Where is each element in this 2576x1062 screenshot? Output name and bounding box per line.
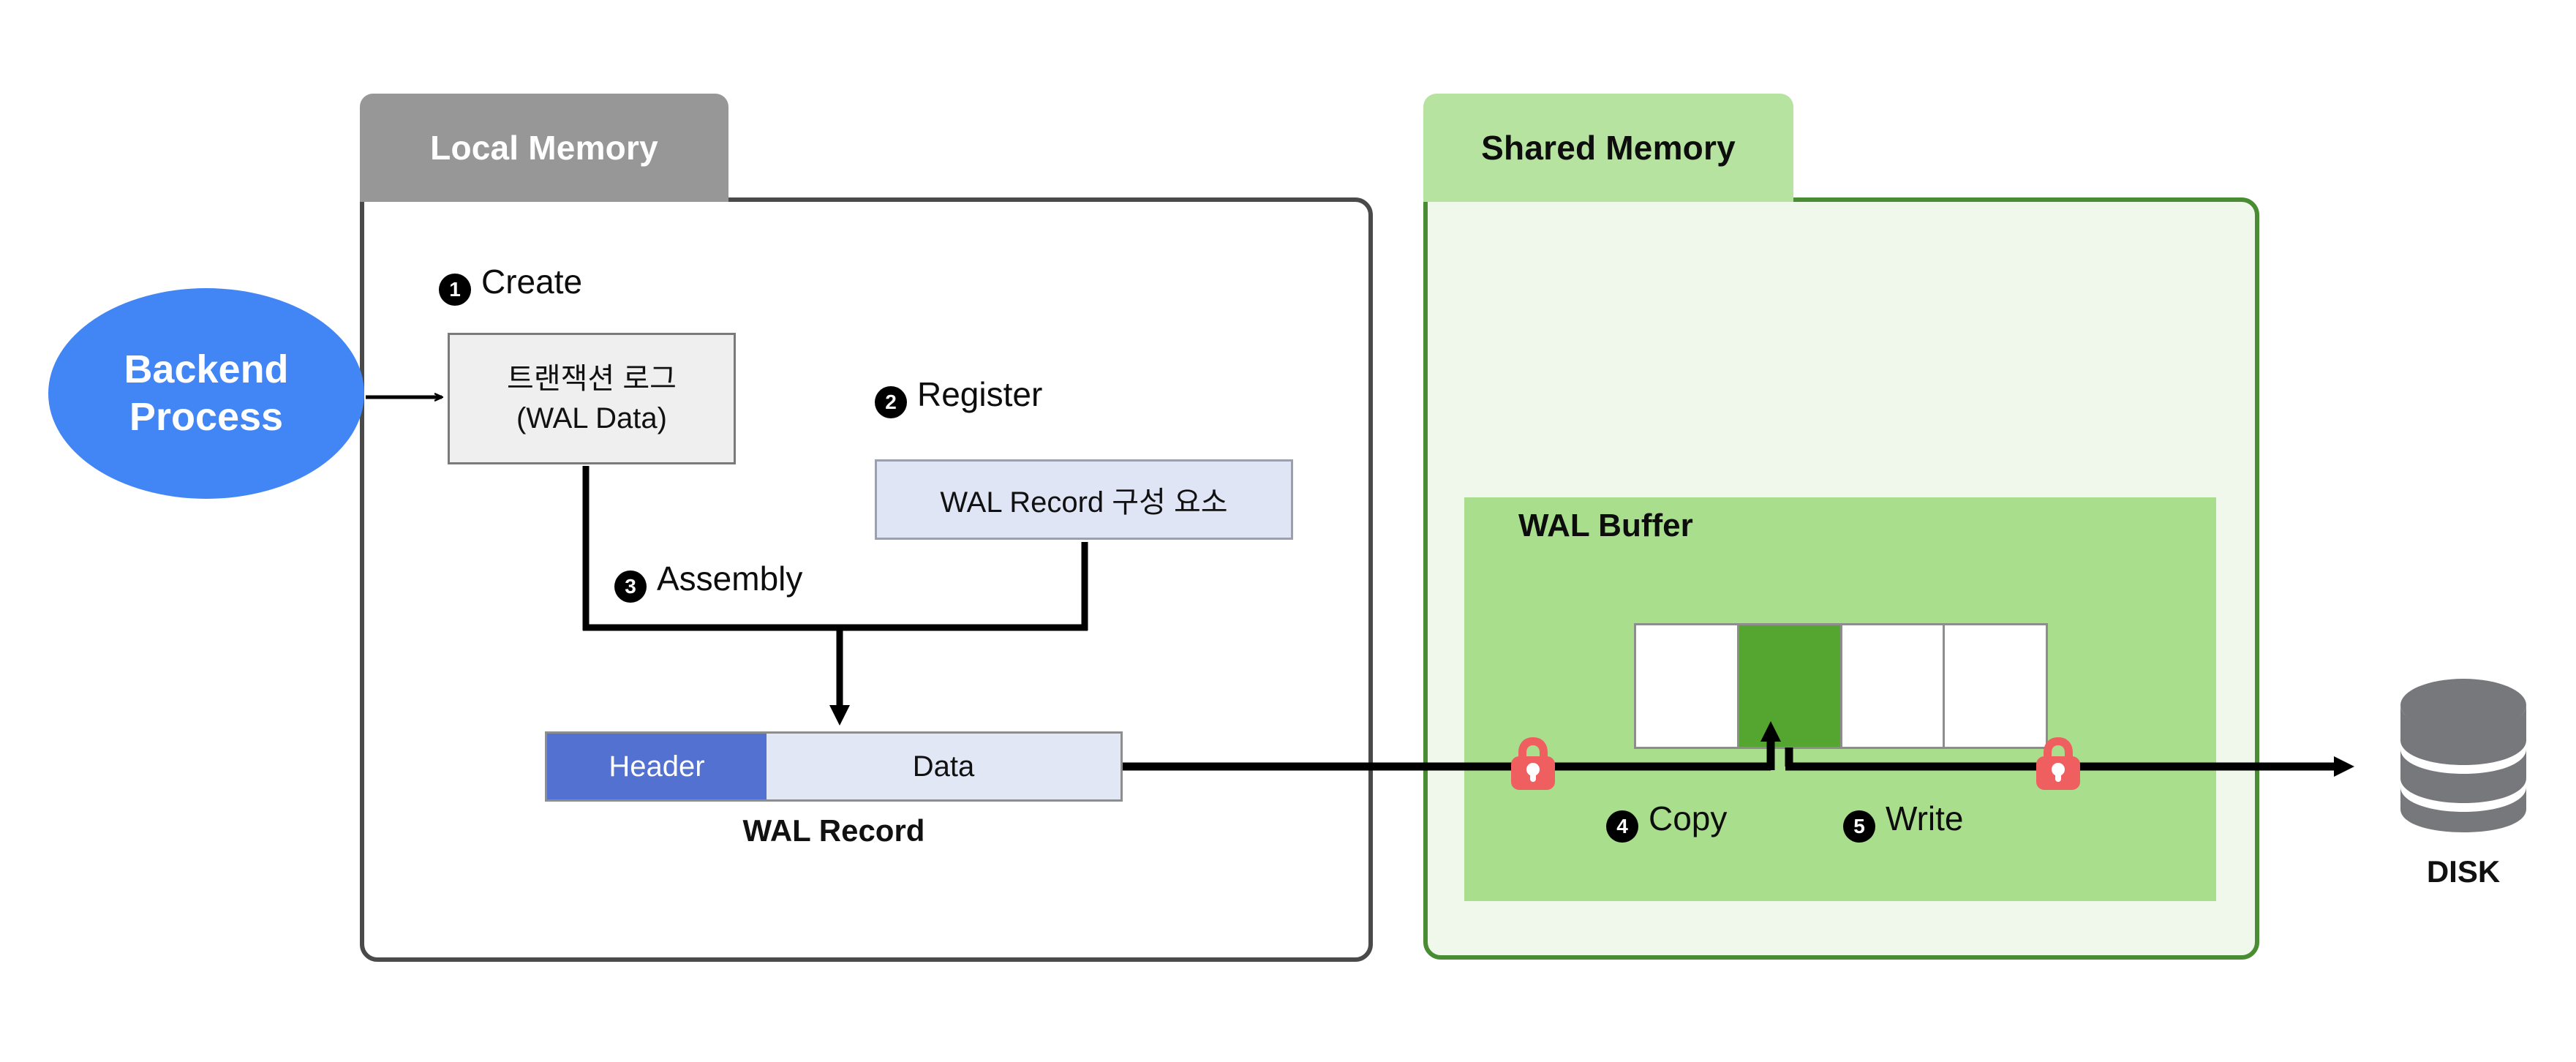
step-label-create: 1 Create — [439, 262, 583, 306]
wal-record-header-segment: Header — [547, 734, 767, 799]
wal-buffer-cell-4 — [1945, 625, 2046, 747]
step-number-4-icon: 4 — [1606, 810, 1638, 843]
wal-buffer-cells — [1634, 623, 2048, 749]
wal-record-bar: Header Data — [545, 731, 1123, 802]
step-number-2-icon: 2 — [875, 386, 907, 418]
step-number-3-icon: 3 — [614, 570, 647, 603]
wal-buffer-cell-2-filled — [1739, 625, 1842, 747]
wal-record-components-box: WAL Record 구성 요소 — [875, 459, 1293, 540]
shared-memory-tab-label: Shared Memory — [1481, 129, 1736, 167]
backend-process-node: Backend Process — [48, 288, 364, 499]
wal-record-data-label: Data — [912, 750, 975, 783]
write-lock-icon — [2036, 737, 2080, 790]
step-create-text: Create — [481, 263, 583, 301]
step-label-write: 5 Write — [1843, 799, 1964, 843]
backend-process-line1: Backend — [124, 347, 289, 392]
step-number-5-icon: 5 — [1843, 810, 1875, 843]
wal-data-box-line2: (WAL Data) — [516, 402, 667, 434]
database-cylinder-icon — [2400, 679, 2526, 832]
local-memory-tab-label: Local Memory — [430, 129, 658, 167]
shared-memory-tab: Shared Memory — [1423, 94, 1793, 202]
backend-process-line2: Process — [129, 395, 284, 439]
wal-data-box-line1: 트랜잭션 로그 — [507, 363, 677, 395]
step-write-text: Write — [1886, 799, 1964, 837]
step-label-register: 2 Register — [875, 374, 1043, 418]
wal-record-header-label: Header — [609, 750, 705, 783]
wal-buffer-cell-3 — [1842, 625, 1946, 747]
local-memory-tab: Local Memory — [360, 94, 728, 202]
local-memory-panel — [360, 197, 1373, 962]
disk-label: DISK — [2426, 854, 2501, 889]
step-label-assembly: 3 Assembly — [614, 559, 803, 603]
step-number-1-icon: 1 — [439, 274, 471, 306]
wal-record-components-label: WAL Record 구성 요소 — [940, 486, 1228, 519]
wal-data-box: 트랜잭션 로그 (WAL Data) — [448, 333, 736, 464]
step-copy-text: Copy — [1649, 799, 1728, 837]
step-assembly-text: Assembly — [657, 560, 803, 598]
wal-buffer-cell-1 — [1636, 625, 1739, 747]
copy-lock-icon — [1511, 737, 1555, 790]
step-register-text: Register — [917, 375, 1043, 413]
step-label-copy: 4 Copy — [1606, 799, 1728, 843]
wal-buffer-title: WAL Buffer — [1518, 508, 1693, 543]
wal-record-data-segment: Data — [767, 734, 1121, 799]
wal-record-caption: WAL Record — [742, 813, 925, 848]
